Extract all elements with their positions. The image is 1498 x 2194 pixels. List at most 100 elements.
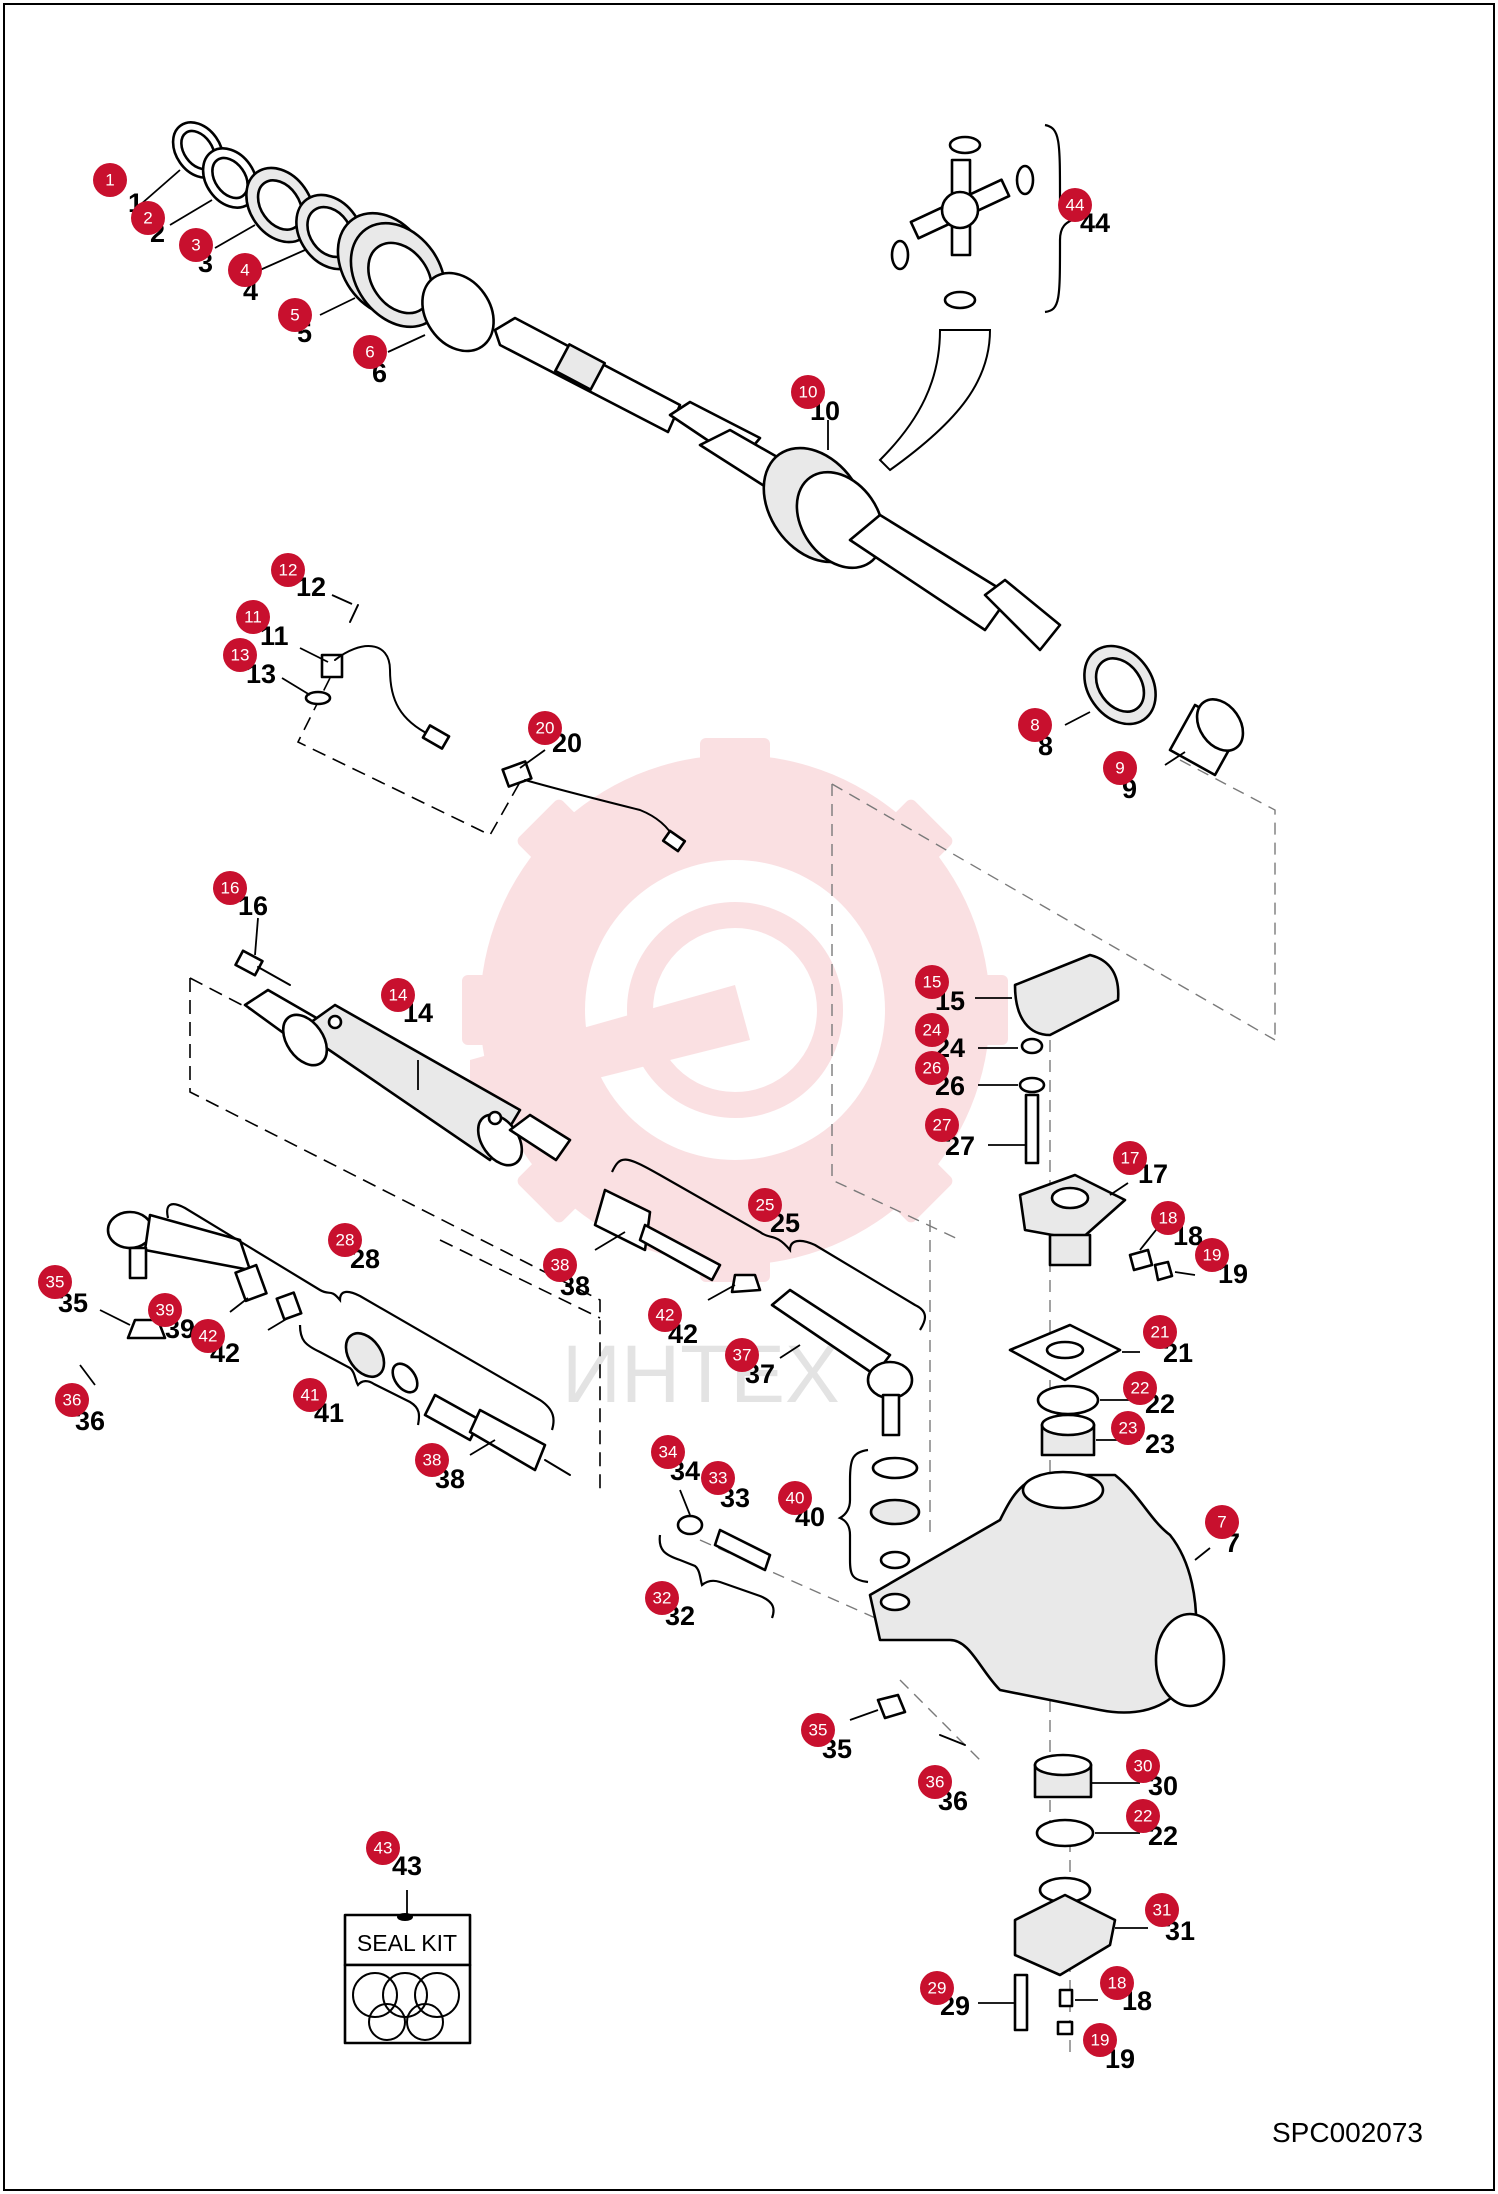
callout-badge-c30: 30 [1126,1749,1160,1783]
callout-badge-label: 22 [1131,1379,1150,1398]
callout-badge-label: 31 [1153,1901,1172,1920]
callout-badge-label: 26 [923,1059,942,1078]
callout-badge-c16: 16 [213,871,247,905]
callout-badge-label: 17 [1121,1149,1140,1168]
callout-badge-circle [801,1713,835,1747]
callout-badge-c39: 39 [148,1293,182,1327]
axle-guide-line-b [1179,759,1276,1040]
callout-badge-c13: 13 [223,638,257,672]
callout-badge-label: 23 [1119,1419,1138,1438]
callout-badge-circle [915,1051,949,1085]
callout-badge-label: 15 [923,973,942,992]
callout-badge-circle [1018,708,1052,742]
bracket-32 [658,1534,775,1619]
callout-badge-circle [778,1481,812,1515]
callout-badge-label: 6 [365,343,374,362]
callout-badge-c14: 14 [381,978,415,1012]
tie-rod-right [593,1188,914,1437]
cap-19 [1153,1260,1174,1282]
callout-badge-circle [791,375,825,409]
bracket-40 [837,1448,869,1584]
callout-badge-c19b: 19 [1083,2023,1117,2057]
callout-badge-c42b: 42 [648,1298,682,1332]
callout-badge-circle [1123,1371,1157,1405]
bracket-25 [611,1158,927,1331]
callout-badge-label: 44 [1066,196,1085,215]
callout-badge-label: 36 [926,1773,945,1792]
callout-badge-label: 25 [756,1196,775,1215]
callout-badge-label: 18 [1159,1209,1178,1228]
callout-badge-label: 19 [1203,1246,1222,1265]
callout-badge-label: 7 [1217,1513,1226,1532]
callout-badge-c34: 34 [651,1435,685,1469]
retaining-ring-2 [201,147,259,209]
callout-layer: 1122334455664444101012121111131320208899… [38,163,1248,2074]
callout-badge-c3: 3 [179,228,213,262]
callout-badge-c36b: 36 [918,1765,952,1799]
callout-badge-label: 16 [221,879,240,898]
callout-badge-circle [415,1443,449,1477]
callout-badge-c35b: 35 [801,1713,835,1747]
callout-badge-c24: 24 [915,1013,949,1047]
callout-badge-c43: 43 [366,1831,400,1865]
callout-badge-c26: 26 [915,1051,949,1085]
callout-badge-label: 5 [290,306,299,325]
callout-badge-circle [1103,751,1137,785]
callout-badge-label: 28 [336,1231,355,1250]
callout-badge-circle [55,1383,89,1417]
callout-badge-circle [278,298,312,332]
callout-badge-circle [271,553,305,587]
washer-26 [1018,1076,1046,1094]
callout-badge-c15: 15 [915,965,949,999]
callout-badge-label: 40 [786,1489,805,1508]
axle-guide-line-a [831,784,961,1241]
callout-badge-circle [328,1223,362,1257]
callout-badge-c5: 5 [278,298,312,332]
nut-35 [876,1693,907,1720]
callout-badge-c18b: 18 [1100,1966,1134,2000]
nut-axis-line [899,1679,981,1761]
callout-badge-label: 19 [1091,2031,1110,2050]
o-ring-22 [1036,1384,1100,1416]
callout-badge-label: 33 [709,1469,728,1488]
callout-badge-label: 30 [1134,1757,1153,1776]
sensor-harness [501,760,687,853]
callout-badge-circle [1195,1238,1229,1272]
axle-shaft [493,316,1062,652]
callout-badge-circle [701,1461,735,1495]
callout-badge-label: 12 [279,561,298,580]
steering-cylinder [243,988,572,1167]
callout-badge-circle [93,163,127,197]
watermark-text: ИНТЕХ [562,1329,840,1420]
seal-set-40 [869,1456,921,1570]
callout-badge-c1: 1 [93,163,127,197]
callout-badge-c2: 2 [131,201,165,235]
callout-badge-circle [353,335,387,369]
grease-fitting-18-lower [1058,1988,1074,2008]
nut-24 [1020,1037,1044,1055]
bracket-41 [298,1324,421,1426]
bushing-9 [1168,698,1245,777]
callout-badge-label: 24 [923,1021,942,1040]
callout-badge-c37: 37 [725,1338,759,1372]
bracket-28 [166,1203,555,1431]
callout-badge-c28: 28 [328,1223,362,1257]
callout-badge-label: 2 [143,209,152,228]
callout-badge-c18a: 18 [1151,1201,1185,1235]
cylinder-box-line [189,978,601,1490]
callout-badge-circle [366,1831,400,1865]
sensor-guide-line [296,677,521,837]
callout-badge-label: 32 [653,1589,672,1608]
universal-joint [890,135,1035,310]
callout-badge-label: 21 [1151,1323,1170,1342]
grease-fitting-18 [1128,1248,1154,1272]
callout-badge-circle [1126,1749,1160,1783]
callout-badge-circle [1113,1141,1147,1175]
callout-badge-circle [381,978,415,1012]
callout-badge-circle [748,1188,782,1222]
ujoint-arrow [878,329,992,472]
callout-badge-label: 37 [733,1346,752,1365]
callout-badge-c40: 40 [778,1481,812,1515]
callout-badge-c25: 25 [748,1188,782,1222]
watermark-gear-icon [462,738,1008,1282]
